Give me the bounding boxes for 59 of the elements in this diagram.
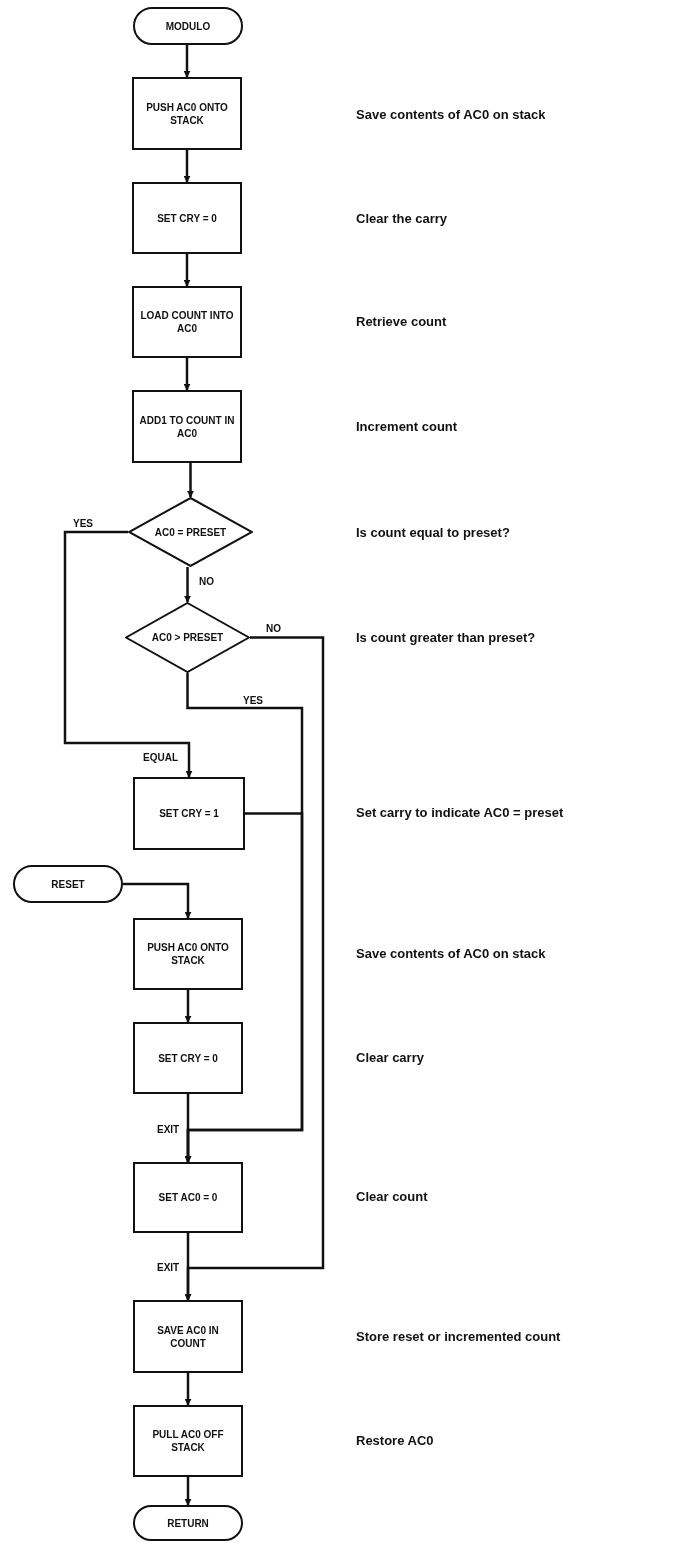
step-text: AC0 = PRESET: [153, 525, 228, 539]
process-box: [133, 1162, 243, 1233]
flow-arrow: [183, 45, 191, 78]
comment-text: Is count greater than preset?: [355, 630, 537, 645]
comment-text: Set carry to indicate AC0 = preset: [355, 805, 565, 820]
comment-text: Clear carry: [355, 1050, 425, 1065]
flow-arrow: [123, 882, 192, 919]
comment-text: Save contents of AC0 on stack: [355, 107, 547, 122]
flow-arrow: [63, 530, 193, 778]
flow-arrow: [184, 1233, 192, 1301]
flow-arrow: [184, 1373, 192, 1406]
flow-arrow: [184, 990, 192, 1023]
comment-text: Store reset or incremented count: [355, 1329, 562, 1344]
step-text: LOAD COUNT INTO AC0: [139, 309, 235, 335]
flow-arrow: [183, 254, 191, 287]
step-text: PUSH AC0 ONTO STACK: [146, 941, 230, 967]
decision-diamond: [125, 602, 250, 673]
step-text: RETURN: [166, 1516, 210, 1530]
step-text: PUSH AC0 ONTO STACK: [145, 100, 229, 127]
branch-label: EQUAL: [142, 752, 179, 763]
flow-arrow: [183, 150, 191, 183]
process-box: [133, 1300, 243, 1373]
comment-text: Clear the carry: [355, 211, 449, 226]
comment-text: Increment count: [355, 419, 459, 434]
comment-text: Is count equal to preset?: [355, 525, 511, 540]
edge-label: YES: [242, 695, 264, 706]
edge-label: YES: [72, 518, 94, 529]
branch-label: EXIT: [156, 1262, 181, 1273]
decision-diamond: [128, 497, 253, 567]
process-box: [133, 918, 243, 990]
step-text: ADD1 TO COUNT IN AC0: [138, 413, 236, 440]
step-text: SET CRY = 0: [156, 211, 218, 225]
step-text: SET AC0 = 0: [157, 1191, 219, 1204]
step-text: RESET: [50, 877, 86, 891]
comment-text: Save contents of AC0 on stack: [355, 946, 547, 961]
process-box: [132, 77, 242, 150]
process-box: [132, 182, 242, 254]
process-box: [132, 390, 242, 463]
process-box: [133, 1022, 243, 1094]
process-box: [133, 777, 245, 850]
step-text: SAVE AC0 IN COUNT: [156, 1323, 220, 1350]
process-box: [133, 1405, 243, 1477]
step-text: SET CRY = 1: [158, 807, 220, 820]
comment-text: Retrieve count: [355, 314, 448, 329]
comment-text: Clear count: [355, 1189, 429, 1204]
flow-arrow: [187, 463, 194, 498]
step-text: MODULO: [164, 19, 212, 33]
flow-arrow: [184, 567, 191, 603]
comment-text: Restore AC0: [355, 1433, 435, 1448]
branch-label: EXIT: [156, 1124, 181, 1135]
edge-label: NO: [265, 623, 282, 634]
flow-arrow: [184, 1094, 192, 1163]
flow-arrow: [184, 1477, 192, 1506]
process-box: [132, 286, 242, 358]
flow-arrow: [183, 358, 191, 391]
step-text: AC0 > PRESET: [150, 631, 225, 644]
step-text: PULL AC0 OFF STACK: [151, 1428, 225, 1454]
edge-label: NO: [198, 576, 215, 587]
step-text: SET CRY = 0: [157, 1051, 219, 1065]
